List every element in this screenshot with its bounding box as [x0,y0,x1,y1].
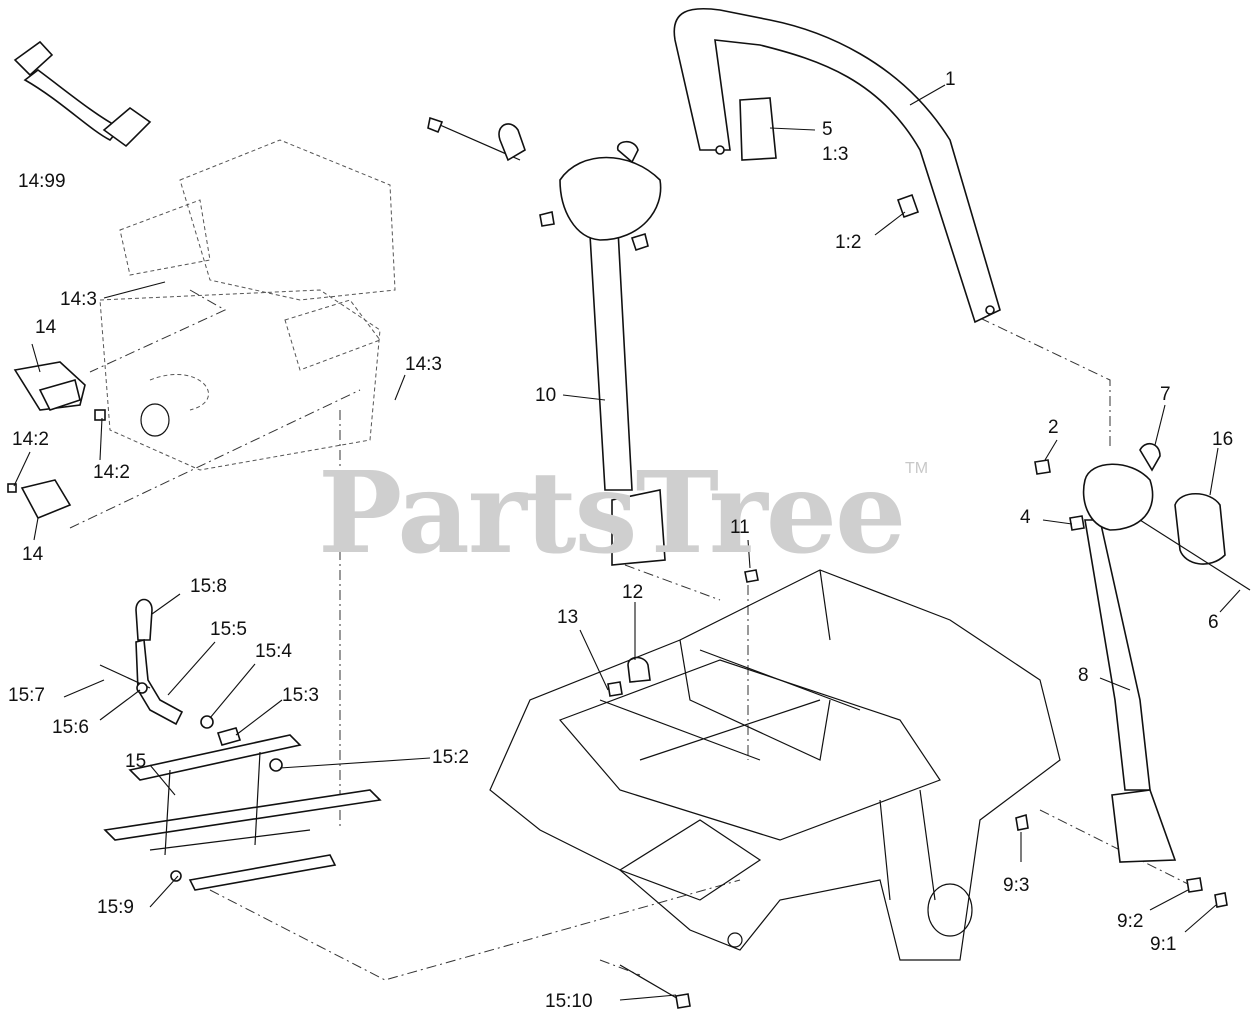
callout-8: 8 [1078,665,1089,686]
callout-14-99: 14:99 [18,171,66,192]
callout-13: 13 [557,607,579,628]
callout-6: 6 [1208,612,1219,633]
callout-14-upper: 14 [35,317,57,338]
callout-15-7: 15:7 [8,685,45,706]
callout-10: 10 [535,385,557,406]
callout-15-4: 15:4 [255,641,292,662]
seat-belt-part [13,40,152,148]
callout-5: 5 [822,119,833,140]
callout-15-10: 15:10 [545,991,593,1012]
callout-15-6: 15:6 [52,717,89,738]
callout-4: 4 [1020,507,1031,528]
partstree-watermark: PartsTree [318,448,906,579]
callout-15-8: 15:8 [190,576,227,597]
callout-15-9: 15:9 [97,897,134,918]
callout-12: 12 [622,582,644,603]
callout-15-2: 15:2 [432,747,469,768]
seat-mount-plate [103,734,382,891]
callout-14-2-right: 14:2 [93,462,130,483]
callout-14-3-side: 14:3 [405,354,442,375]
roll-bar-hoop [673,7,1001,324]
callout-9-3: 9:3 [1003,875,1030,896]
callout-1: 1 [945,69,956,90]
mower-frame [489,569,1061,961]
callout-16: 16 [1212,429,1234,450]
callout-11: 11 [730,517,750,538]
callout-9-1: 9:1 [1150,934,1177,955]
callout-15-3: 15:3 [282,685,319,706]
callout-14-lower: 14 [22,544,44,565]
seat-outline [99,139,396,471]
trademark-symbol: TM [905,460,929,477]
seat-adjust-lever [99,598,242,746]
callout-1-2: 1:2 [835,232,862,253]
callout-14-2-left: 14:2 [12,429,49,450]
small-hardware [607,569,1029,1009]
callout-7: 7 [1160,384,1171,405]
right-roll-bar-upright [1034,443,1251,908]
callout-2: 2 [1048,417,1059,438]
callout-14-3-seat: 14:3 [60,289,97,310]
callout-1-3: 1:3 [822,144,849,165]
seat-belt-buckles [7,361,106,520]
left-roll-bar-upright [427,116,666,566]
assembly-lines [69,289,1191,981]
callout-15-5: 15:5 [210,619,247,640]
callout-9-2: 9:2 [1117,911,1144,932]
callout-15: 15 [125,751,147,772]
callout-leaders [13,84,1241,1001]
